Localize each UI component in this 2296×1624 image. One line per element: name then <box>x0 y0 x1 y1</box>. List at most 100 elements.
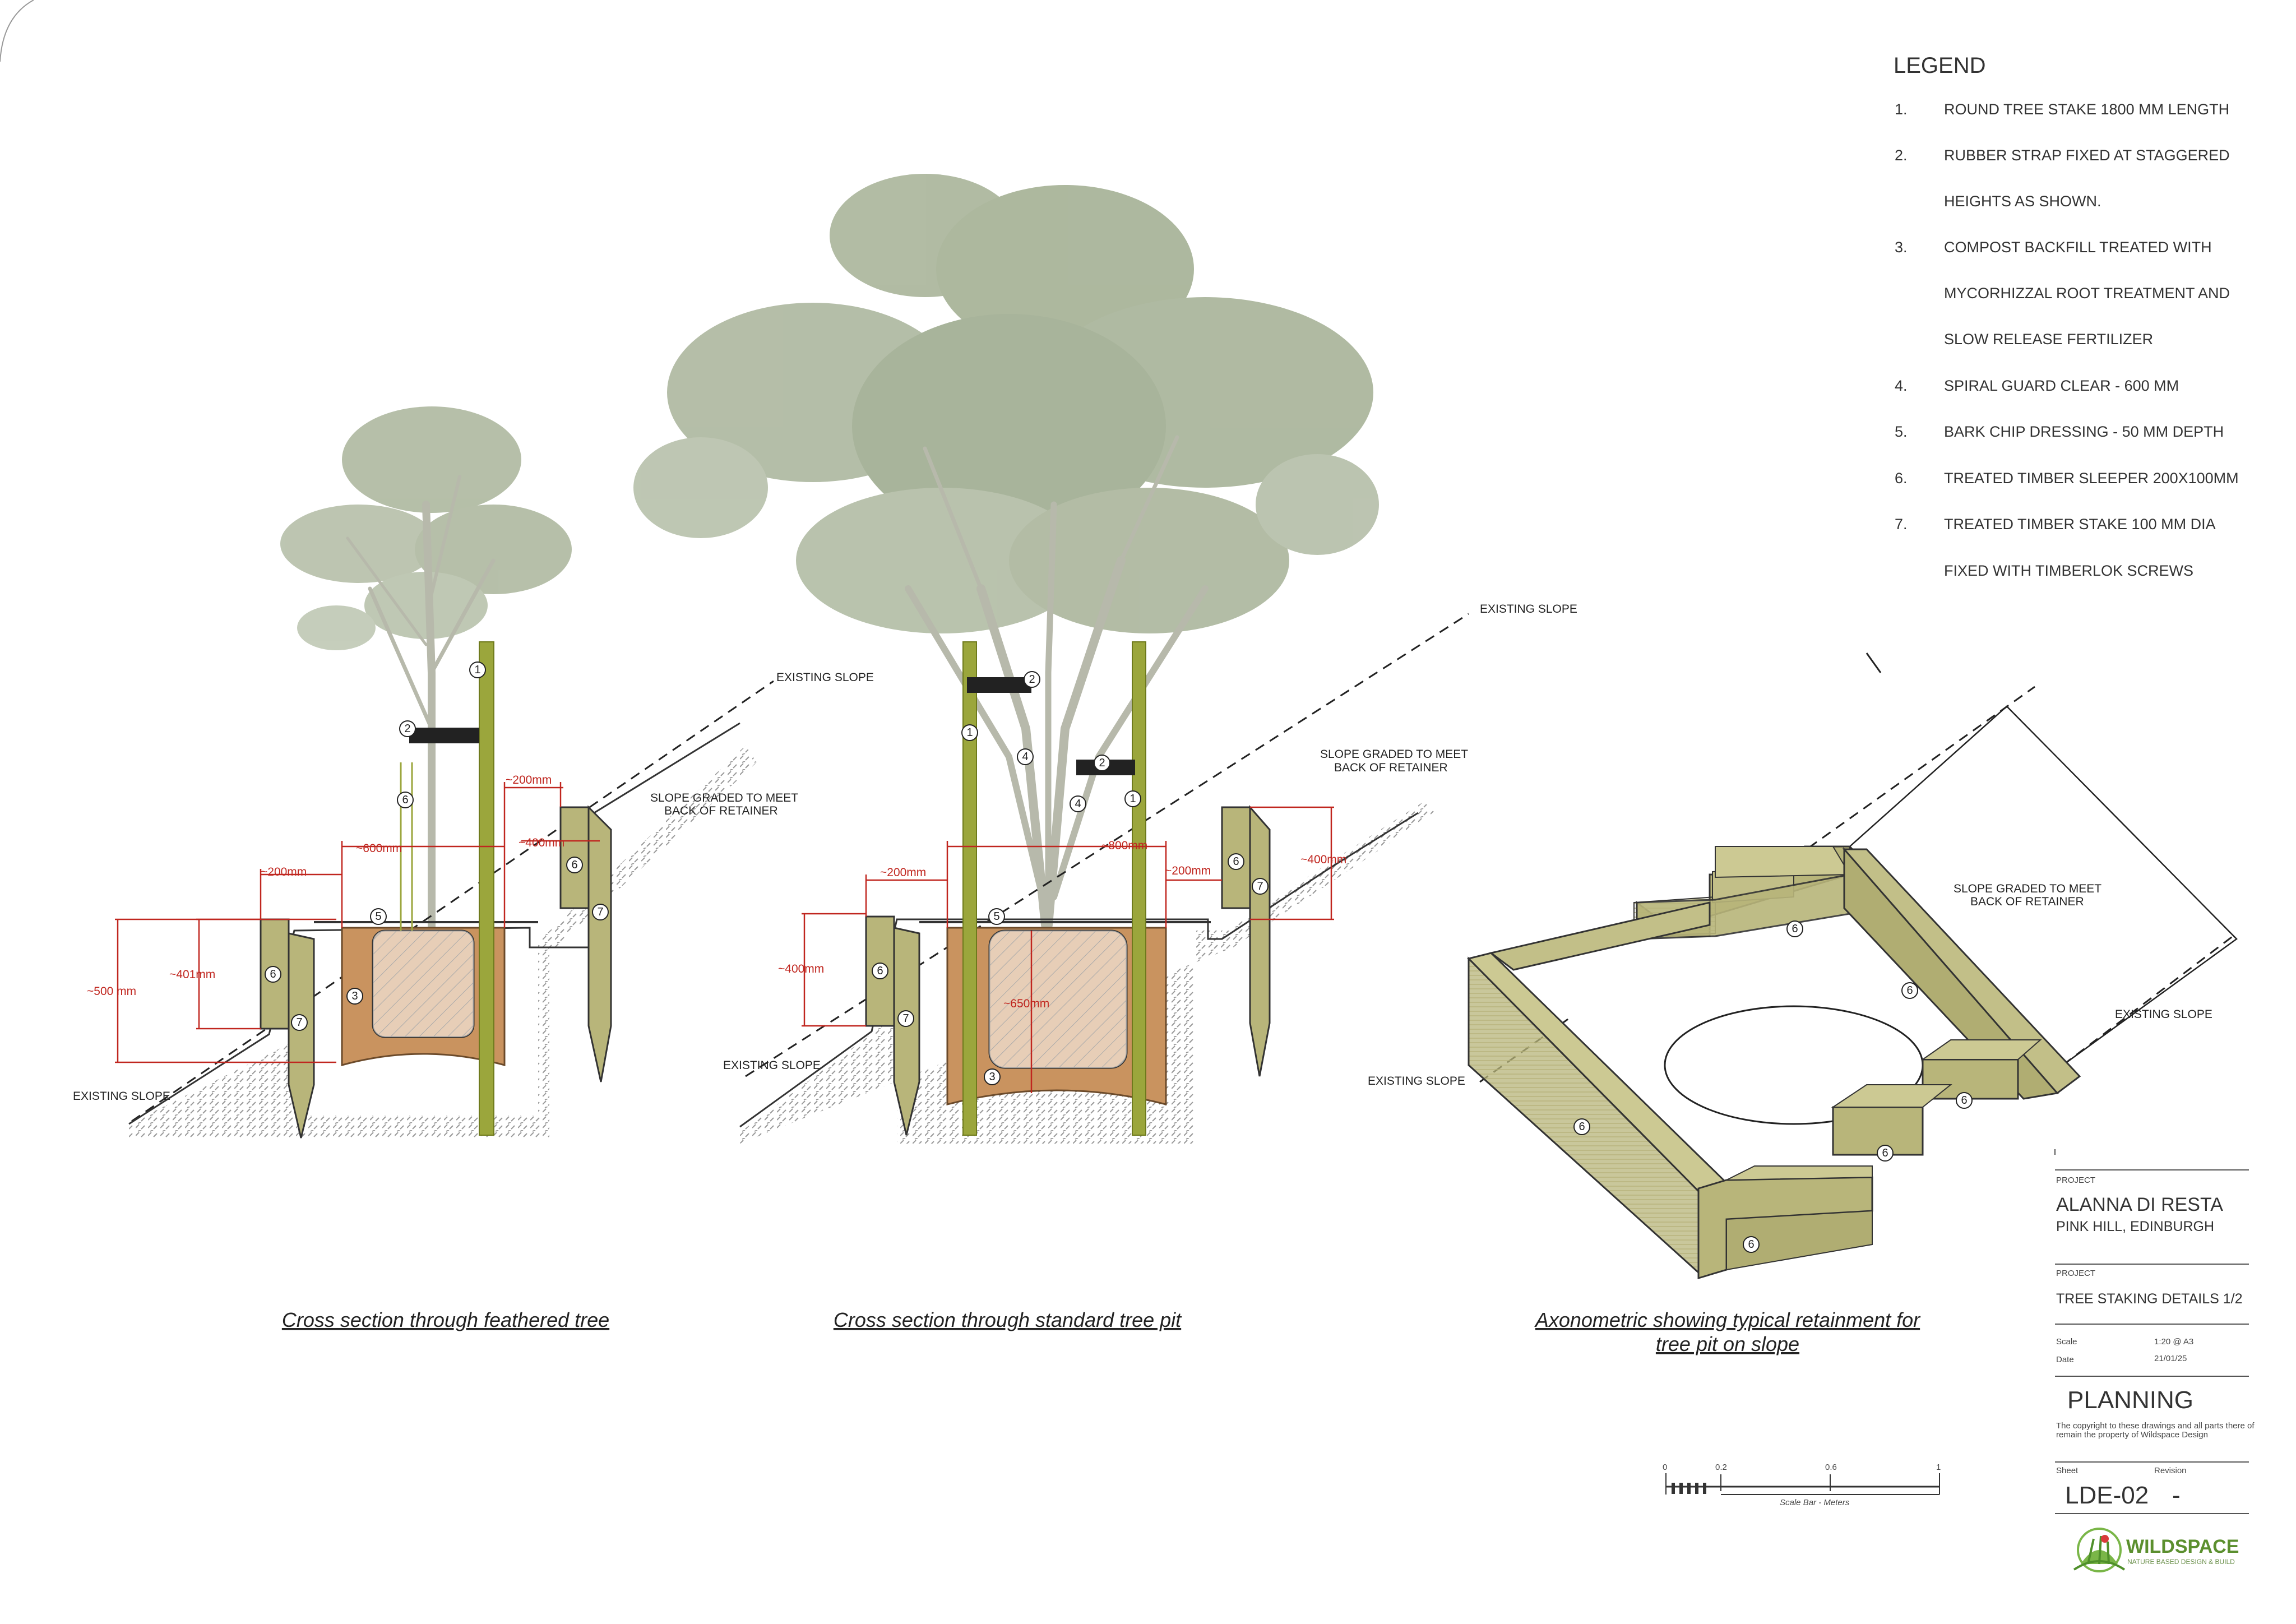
marker-6: 6 <box>1882 1147 1888 1159</box>
tb-copyright-2: remain the property of Wildspace Design <box>2056 1430 2208 1440</box>
timber-stake-right <box>587 805 612 1082</box>
legend-item-7a: TREATED TIMBER STAKE 100 MM DIA <box>1944 516 2216 533</box>
marker-7: 7 <box>296 1016 302 1029</box>
dim-200-left: ~200mm <box>261 866 307 878</box>
dim-500: ~500 mm <box>87 985 136 998</box>
marker-6: 6 <box>270 968 276 980</box>
marker-6: 6 <box>402 794 408 806</box>
timber-stake-left <box>893 927 920 1136</box>
tree-canopy-icon <box>633 174 1379 633</box>
dim-400-left: ~400mm <box>778 963 824 975</box>
axonometric-retainment: 6 6 6 6 6 6 SLOPE GRADED TO MEET BACK OF… <box>1368 653 2238 1355</box>
legend-item-7b: FIXED WITH TIMBERLOK SCREWS <box>1944 562 2193 579</box>
caption-axo-line2: tree pit on slope <box>1656 1332 1799 1355</box>
scale-bar: 0 0.2 0.6 1 Scale Bar - Meters <box>1663 1463 1941 1507</box>
legend-num-2: 2. <box>1895 147 1908 164</box>
tb-status: PLANNING <box>2067 1386 2193 1414</box>
tb-date-label: Date <box>2056 1355 2074 1364</box>
existing-ground <box>129 746 757 1138</box>
label-existing-slope-2a: EXISTING SLOPE <box>1480 603 1577 616</box>
dim-600: ~600mm <box>356 842 402 855</box>
scale-tick-0: 0 <box>1663 1463 1667 1472</box>
tree-stake <box>479 641 494 1136</box>
tb-client: ALANNA DI RESTA <box>2056 1194 2223 1215</box>
tb-drawing-title: TREE STAKING DETAILS 1/2 <box>2056 1291 2243 1307</box>
label-existing-slope-3b: EXISTING SLOPE <box>1368 1075 1465 1088</box>
marker-6: 6 <box>1578 1121 1585 1133</box>
legend-item-2a: RUBBER STRAP FIXED AT STAGGERED <box>1944 147 2230 164</box>
logo-tagline: NATURE BASED DESIGN & BUILD <box>2127 1558 2235 1566</box>
dim-200-right: ~200mm <box>1165 864 1211 877</box>
marker-4: 4 <box>1075 798 1081 810</box>
marker-3: 3 <box>351 990 358 1002</box>
rubber-strap <box>409 728 479 743</box>
marker-2: 2 <box>1029 673 1035 686</box>
marker-6: 6 <box>1961 1094 1967 1107</box>
tree-stake-right <box>1132 641 1146 1136</box>
timber-stake-right <box>1249 805 1271 1077</box>
legend-item-2b: HEIGHTS AS SHOWN. <box>1944 193 2101 210</box>
label-existing-slope-3a: EXISTING SLOPE <box>2115 1008 2212 1021</box>
marker-6: 6 <box>1748 1238 1754 1251</box>
legend-num-4: 4. <box>1895 377 1908 394</box>
tb-scale-label: Scale <box>2056 1337 2077 1347</box>
tb-sheet-value: LDE-02 <box>2065 1482 2149 1509</box>
scale-caption: Scale Bar - Meters <box>1780 1498 1850 1507</box>
marker-6: 6 <box>571 859 577 871</box>
marker-7: 7 <box>1257 880 1263 892</box>
tree-trunk <box>346 475 496 934</box>
dim-800: ~800mm <box>1101 839 1147 852</box>
marker-1: 1 <box>1130 793 1136 805</box>
legend-num-6: 6. <box>1895 470 1908 487</box>
label-slope-graded-2b: BACK OF RETAINER <box>1334 761 1448 774</box>
legend-title: LEGEND <box>1894 53 1986 78</box>
tb-revision-label: Revision <box>2154 1466 2187 1475</box>
dim-400-right: ~400mm <box>1300 853 1346 866</box>
timber-stake-left <box>288 932 315 1139</box>
marker-6: 6 <box>1233 855 1239 868</box>
markers-section1 <box>265 661 609 1031</box>
legend: LEGEND 1. ROUND TREE STAKE 1800 MM LENGT… <box>1894 53 2239 579</box>
label-existing-slope-2b: EXISTING SLOPE <box>723 1059 821 1072</box>
tb-sheet-label: Sheet <box>2056 1466 2079 1475</box>
label-slope-graded-3b: BACK OF RETAINER <box>1970 895 2084 908</box>
tb-location: PINK HILL, EDINBURGH <box>2056 1219 2214 1234</box>
dimensions-section2 <box>802 806 1334 1093</box>
dimensions-section1 <box>115 782 600 1063</box>
label-slope-graded-1b: BACK OF RETAINER <box>664 804 778 817</box>
legend-num-7: 7. <box>1895 516 1908 533</box>
legend-num-3: 3. <box>1895 239 1908 256</box>
marker-2: 2 <box>1099 757 1105 769</box>
marker-6: 6 <box>877 965 883 977</box>
section-standard-tree: ~800mm ~200mm ~200mm ~400mm ~400mm ~650m… <box>633 174 1577 1331</box>
tb-date-value: 21/01/25 <box>2154 1354 2187 1363</box>
label-slope-graded-2a: SLOPE GRADED TO MEET <box>1320 748 1468 761</box>
tb-revision-value: - <box>2172 1482 2181 1509</box>
tb-scale-value: 1:20 @ A3 <box>2154 1337 2193 1347</box>
dim-400: ~400mm <box>519 836 564 849</box>
dim-650: ~650mm <box>1003 997 1049 1010</box>
label-existing-slope-1a: EXISTING SLOPE <box>776 671 874 684</box>
legend-item-3c: SLOW RELEASE FERTILIZER <box>1944 331 2153 348</box>
tree-trunk <box>905 435 1209 929</box>
scale-tick-2: 0.6 <box>1825 1463 1837 1472</box>
dim-200-top: ~200mm <box>506 774 552 786</box>
tb-copyright-1: The copyright to these drawings and all … <box>2056 1421 2255 1431</box>
tb-project-label: PROJECT <box>2056 1176 2095 1185</box>
scale-tick-3: 1 <box>1936 1463 1941 1472</box>
legend-item-5: BARK CHIP DRESSING - 50 MM DEPTH <box>1944 423 2224 440</box>
marker-6: 6 <box>1792 923 1798 935</box>
markers-axo <box>1573 920 1973 1253</box>
section-feathered-tree: ~200mm ~600mm ~400mm ~200mm ~401mm ~500 … <box>73 406 874 1331</box>
rubber-strap-upper <box>967 677 1031 693</box>
marker-1: 1 <box>966 727 973 739</box>
tb-project-label-2: PROJECT <box>2056 1269 2095 1278</box>
marker-5: 5 <box>375 910 381 923</box>
marker-1: 1 <box>474 664 480 676</box>
caption-axo-line1: Axonometric showing typical retainment f… <box>1534 1308 1921 1331</box>
legend-num-1: 1. <box>1895 101 1908 118</box>
marker-3: 3 <box>989 1071 995 1083</box>
logo-text: WILDSPACE <box>2126 1536 2239 1557</box>
caption-section1: Cross section through feathered tree <box>282 1308 609 1331</box>
